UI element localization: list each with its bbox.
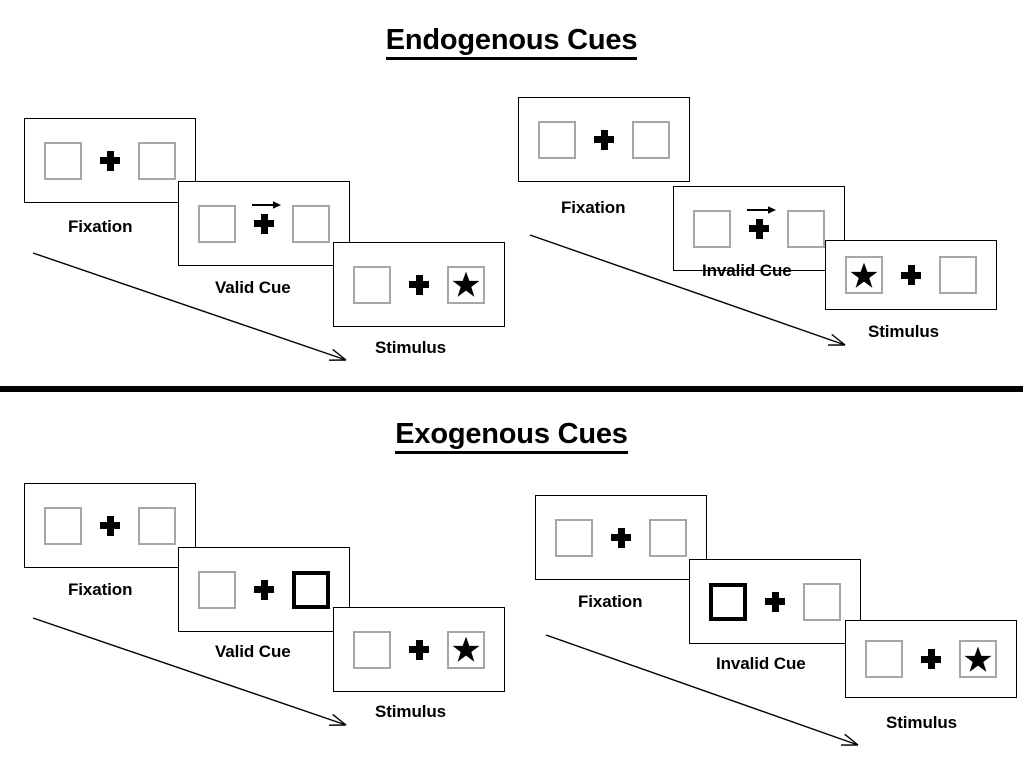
trial-frame-content xyxy=(25,484,195,567)
fixation-cross-icon xyxy=(611,527,631,548)
fixation-cross-icon xyxy=(409,274,429,295)
stage-label-endogenous-valid-stimulus: Stimulus xyxy=(375,338,446,357)
stimulus-box-left xyxy=(198,570,236,609)
fixation-cross-icon xyxy=(100,515,120,536)
stimulus-box-right xyxy=(447,265,485,304)
stage-label-exogenous-invalid-fixation: Fixation xyxy=(578,592,643,611)
stage-label-endogenous-valid-valid-cue: Valid Cue xyxy=(215,278,291,297)
stimulus-box-left xyxy=(44,141,82,180)
trial-frame-content xyxy=(674,187,844,270)
fixation-cross-icon xyxy=(594,129,614,150)
trial-frame-exogenous-valid-stimulus xyxy=(333,607,505,692)
trial-frame-content xyxy=(334,608,504,691)
star-icon xyxy=(850,262,878,288)
trial-frame-content xyxy=(846,621,1016,697)
stage-label-endogenous-invalid-invalid-cue: Invalid Cue xyxy=(702,261,792,280)
fixation-cross-wrap xyxy=(100,150,120,171)
trial-frame-exogenous-valid-valid-cue xyxy=(178,547,350,632)
stimulus-box-left xyxy=(353,265,391,304)
stimulus-box-right xyxy=(447,630,485,669)
stimulus-box-right xyxy=(292,570,330,609)
fixation-cross-icon xyxy=(100,150,120,171)
star-icon xyxy=(452,636,480,662)
fixation-cross-wrap xyxy=(594,129,614,150)
fixation-cross-wrap xyxy=(921,649,941,669)
fixation-cross-icon xyxy=(254,579,274,600)
fixation-cross-wrap xyxy=(254,579,274,600)
stage-label-endogenous-invalid-fixation: Fixation xyxy=(561,198,626,217)
fixation-cross-icon xyxy=(749,218,769,239)
stimulus-box-left xyxy=(353,630,391,669)
trial-frame-content xyxy=(690,560,860,643)
trial-frame-endogenous-invalid-invalid-cue xyxy=(673,186,845,271)
trial-frame-content xyxy=(826,241,996,309)
trial-frame-exogenous-invalid-fixation xyxy=(535,495,707,580)
fixation-cross-wrap xyxy=(611,527,631,548)
time-flow-arrow-endogenous-valid xyxy=(32,252,347,361)
stimulus-box-left xyxy=(555,518,593,557)
stimulus-box-left xyxy=(44,506,82,545)
star-icon xyxy=(452,271,480,297)
fixation-cross-icon xyxy=(901,265,921,285)
stimulus-box-left xyxy=(198,204,236,243)
trial-frame-exogenous-valid-fixation xyxy=(24,483,196,568)
fixation-cross-icon xyxy=(254,213,274,234)
fixation-cross-wrap xyxy=(747,205,776,239)
time-flow-arrow-exogenous-invalid xyxy=(545,634,859,746)
fixation-cross-icon xyxy=(765,591,785,612)
stimulus-box-right xyxy=(803,582,841,621)
stage-label-endogenous-invalid-stimulus: Stimulus xyxy=(868,322,939,341)
stimulus-box-right xyxy=(649,518,687,557)
stimulus-box-right xyxy=(138,141,176,180)
trial-frame-content xyxy=(179,182,349,265)
cue-arrow-right-icon xyxy=(747,205,776,214)
stage-label-exogenous-invalid-stimulus: Stimulus xyxy=(886,713,957,732)
fixation-cross-wrap xyxy=(409,274,429,295)
stimulus-box-right xyxy=(959,640,997,678)
fixation-cross-wrap xyxy=(409,639,429,660)
trial-frame-content xyxy=(25,119,195,202)
time-flow-arrow-endogenous-invalid xyxy=(529,234,846,346)
fixation-cross-wrap xyxy=(901,265,921,285)
stage-label-exogenous-valid-stimulus: Stimulus xyxy=(375,702,446,721)
stimulus-box-right xyxy=(632,120,670,159)
trial-frame-endogenous-valid-valid-cue xyxy=(178,181,350,266)
trial-frame-content xyxy=(179,548,349,631)
fixation-cross-wrap xyxy=(765,591,785,612)
stimulus-box-left xyxy=(845,256,883,294)
trial-frame-content xyxy=(519,98,689,181)
stimulus-box-left xyxy=(865,640,903,678)
trial-frame-exogenous-invalid-stimulus xyxy=(845,620,1017,698)
section-title-exogenous: Exogenous Cues xyxy=(0,418,1023,454)
trial-frame-endogenous-valid-fixation xyxy=(24,118,196,203)
section-title-endogenous: Endogenous Cues xyxy=(0,24,1023,60)
stimulus-box-right xyxy=(787,209,825,248)
stimulus-box-right xyxy=(138,506,176,545)
fixation-cross-icon xyxy=(921,649,941,669)
trial-frame-exogenous-invalid-invalid-cue xyxy=(689,559,861,644)
stimulus-box-left xyxy=(693,209,731,248)
section-divider xyxy=(0,386,1023,392)
time-flow-arrow-exogenous-valid xyxy=(32,617,347,726)
fixation-cross-wrap xyxy=(252,200,281,234)
fixation-cross-wrap xyxy=(100,515,120,536)
section-title-text: Exogenous Cues xyxy=(395,418,628,454)
fixation-cross-icon xyxy=(409,639,429,660)
stage-label-exogenous-invalid-invalid-cue: Invalid Cue xyxy=(716,654,806,673)
star-icon xyxy=(964,646,992,672)
stage-label-exogenous-valid-fixation: Fixation xyxy=(68,580,133,599)
trial-frame-endogenous-valid-stimulus xyxy=(333,242,505,327)
stimulus-box-right xyxy=(292,204,330,243)
trial-frame-endogenous-invalid-stimulus xyxy=(825,240,997,310)
cue-arrow-right-icon xyxy=(252,200,281,209)
trial-frame-content xyxy=(334,243,504,326)
stimulus-box-right xyxy=(939,256,977,294)
stage-label-exogenous-valid-valid-cue: Valid Cue xyxy=(215,642,291,661)
stimulus-box-left xyxy=(538,120,576,159)
stage-label-endogenous-valid-fixation: Fixation xyxy=(68,217,133,236)
trial-frame-endogenous-invalid-fixation xyxy=(518,97,690,182)
trial-frame-content xyxy=(536,496,706,579)
section-title-text: Endogenous Cues xyxy=(385,24,637,60)
stimulus-box-left xyxy=(709,582,747,621)
